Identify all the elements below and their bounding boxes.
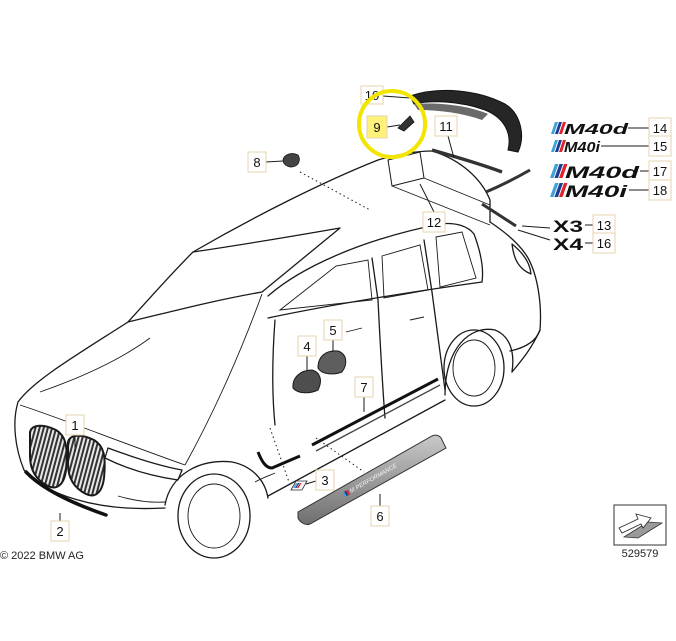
callout-8[interactable]: 8 [247,151,267,173]
rear-wheel [443,328,541,407]
part-rear-trim-strip[interactable] [431,148,531,228]
view-orientation-icon [613,504,667,546]
badge-m40d-large-text: M40d [565,163,640,182]
badge-m40d-large[interactable]: M40d [550,163,640,182]
side-windows [267,222,484,319]
callout-8-label: 8 [253,155,260,170]
callout-5[interactable]: 5 [323,319,343,341]
side-sill [254,399,446,497]
badge-m40i-large[interactable]: M40i [550,182,629,201]
callout-1-label: 1 [71,418,78,433]
callout-12[interactable]: 12 [422,211,446,233]
callout-7-label: 7 [360,380,367,395]
badge-x4-text: X4 [553,235,584,254]
callout-12-label: 12 [427,215,441,230]
badge-x4[interactable]: X4 [553,235,584,254]
callout-3[interactable]: 3 [315,469,335,491]
callout-16[interactable]: 16 [592,232,616,254]
callout-14[interactable]: 14 [648,117,672,139]
front-wheel [164,460,269,559]
part-antenna-cover[interactable] [282,153,300,168]
callout-15[interactable]: 15 [648,135,672,157]
drawing-number: 529579 [622,548,659,560]
callout-14-label: 14 [653,121,667,136]
hood-lines [19,293,263,466]
callout-9[interactable]: 9 [366,115,388,139]
callout-4-label: 4 [303,339,310,354]
part-rear-window-trim[interactable] [387,151,491,226]
callout-4[interactable]: 4 [297,335,317,357]
callout-1[interactable]: 1 [65,414,85,436]
callout-11-label: 11 [439,119,453,134]
car-body-outline [14,150,542,471]
callout-11[interactable]: 11 [434,115,458,137]
leader-lines [59,95,649,521]
badge-m40i-small[interactable]: M40i [551,139,601,156]
badge-m40i-small-text: M40i [564,139,601,156]
part-front-lip[interactable] [24,470,108,517]
part-sill-stripe[interactable] [256,377,441,470]
badge-m40d-small[interactable]: M40d [551,121,629,138]
copyright: © 2022 BMW AG [0,550,84,562]
callout-17[interactable]: 17 [648,160,672,182]
callout-13[interactable]: 13 [592,214,616,236]
highlight-circle [357,89,427,159]
callout-6[interactable]: 6 [370,505,390,527]
tail-light [511,243,532,275]
callout-2-label: 2 [56,524,63,539]
callout-6-label: 6 [376,509,383,524]
reference-lines [269,171,371,483]
callout-2[interactable]: 2 [50,520,70,542]
badge-m40i-large-text: M40i [565,182,629,201]
part-roof-spoiler[interactable] [409,89,522,153]
callout-13-label: 13 [597,218,611,233]
callout-16-label: 16 [597,236,611,251]
badge-x3[interactable]: X3 [553,217,583,236]
callout-17-label: 17 [653,164,667,179]
part-mirror-cap-left[interactable] [292,369,321,394]
part-mirror-cap-right[interactable] [317,350,347,375]
callout-5-label: 5 [329,323,336,338]
part-spoiler-end-piece[interactable] [397,115,415,132]
callout-9-label: 9 [373,120,380,135]
headlight [104,447,183,481]
badge-x3-text: X3 [553,217,583,236]
callout-7[interactable]: 7 [354,376,374,398]
callout-15-label: 15 [653,139,667,154]
badge-m40d-small-text: M40d [564,121,629,138]
part-kidney-grille[interactable] [29,424,106,497]
part-fender-badge[interactable] [290,480,308,491]
callout-18[interactable]: 18 [648,179,672,201]
callout-3-label: 3 [321,473,328,488]
windshield [127,227,341,323]
callout-18-label: 18 [653,183,667,198]
